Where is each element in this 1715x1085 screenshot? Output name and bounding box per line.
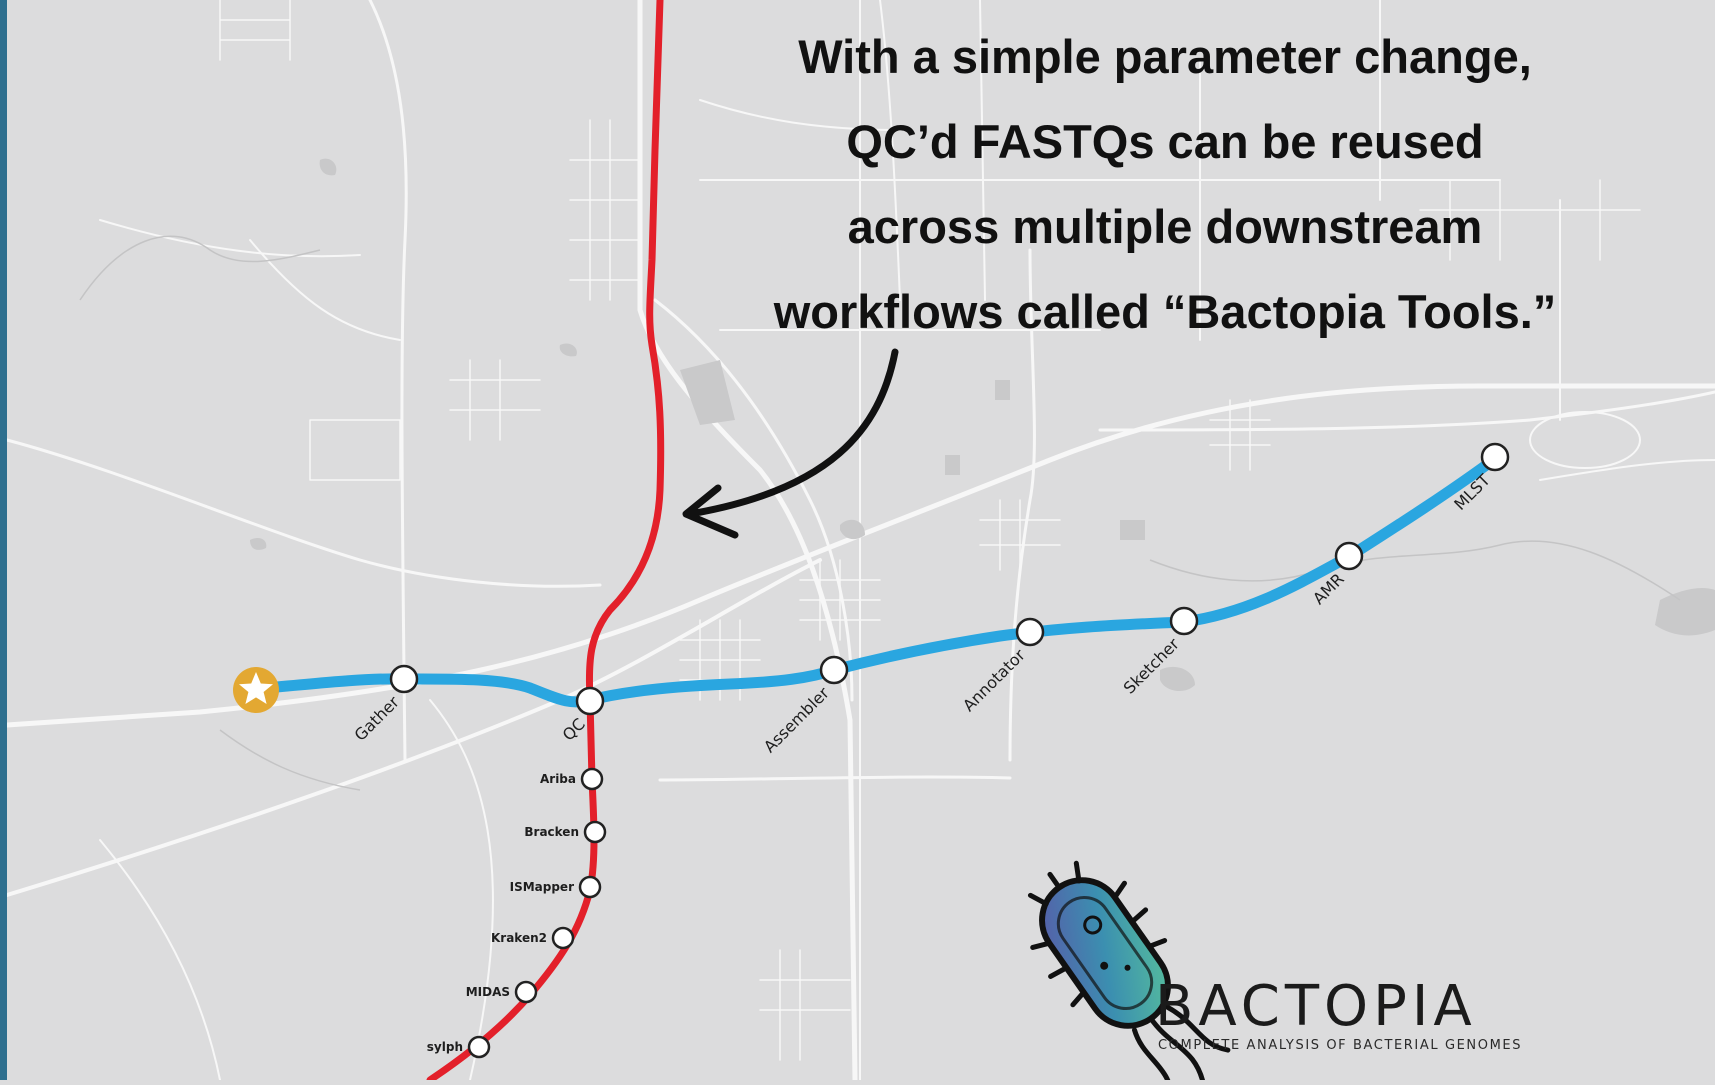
station-marker xyxy=(1480,442,1510,472)
station-ismapper: ISMapper xyxy=(510,875,602,899)
logo-wordmark: BACTOPIA xyxy=(1155,974,1477,1039)
map-rivers xyxy=(79,235,1681,791)
station-label: Bracken xyxy=(524,825,579,839)
station-label: MIDAS xyxy=(466,985,510,999)
station-marker xyxy=(580,767,604,791)
station-kraken2: Kraken2 xyxy=(491,926,575,950)
station-sylph: sylph xyxy=(427,1035,491,1059)
logo-tagline: COMPLETE ANALYSIS OF BACTERIAL GENOMES xyxy=(1158,1038,1522,1053)
tools-line xyxy=(426,0,665,1084)
bacterium-icon xyxy=(1027,860,1231,1085)
station-ariba: Ariba xyxy=(540,767,604,791)
bactopia-logo: BACTOPIA COMPLETE ANALYSIS OF BACTERIAL … xyxy=(1027,860,1522,1085)
station-midas: MIDAS xyxy=(466,980,538,1004)
station-marker xyxy=(467,1035,491,1059)
station-marker xyxy=(819,655,849,685)
station-label: ISMapper xyxy=(510,880,574,894)
station-marker xyxy=(514,980,538,1004)
station-marker xyxy=(1334,541,1364,571)
station-marker xyxy=(389,664,419,694)
map-features xyxy=(250,158,1715,692)
station-label: Kraken2 xyxy=(491,931,547,945)
station-marker xyxy=(551,926,575,950)
headline-line-2: QC’d FASTQs can be reused xyxy=(846,115,1484,168)
left-edge-bar xyxy=(0,0,7,1080)
station-bracken: Bracken xyxy=(524,820,607,844)
star-icon xyxy=(239,672,273,704)
station-label: Ariba xyxy=(540,772,576,786)
station-marker xyxy=(578,875,602,899)
station-label: QC xyxy=(559,714,589,744)
headline-line-4: workflows called “Bactopia Tools.” xyxy=(773,285,1557,338)
map-background xyxy=(4,0,1715,1083)
headline-line-1: With a simple parameter change, xyxy=(798,30,1532,83)
callout-arrow xyxy=(682,348,899,539)
station-label: Annotator xyxy=(959,645,1029,715)
headline: With a simple parameter change, QC’d FAS… xyxy=(690,14,1640,354)
station-label: Gather xyxy=(350,692,403,745)
headline-line-3: across multiple downstream xyxy=(847,200,1483,253)
station-label: Assembler xyxy=(760,683,833,756)
station-marker xyxy=(583,820,607,844)
station-label: sylph xyxy=(427,1040,463,1054)
station-marker xyxy=(575,686,605,716)
station-marker xyxy=(1015,617,1045,647)
station-marker xyxy=(1169,606,1199,636)
start-marker xyxy=(233,667,279,713)
